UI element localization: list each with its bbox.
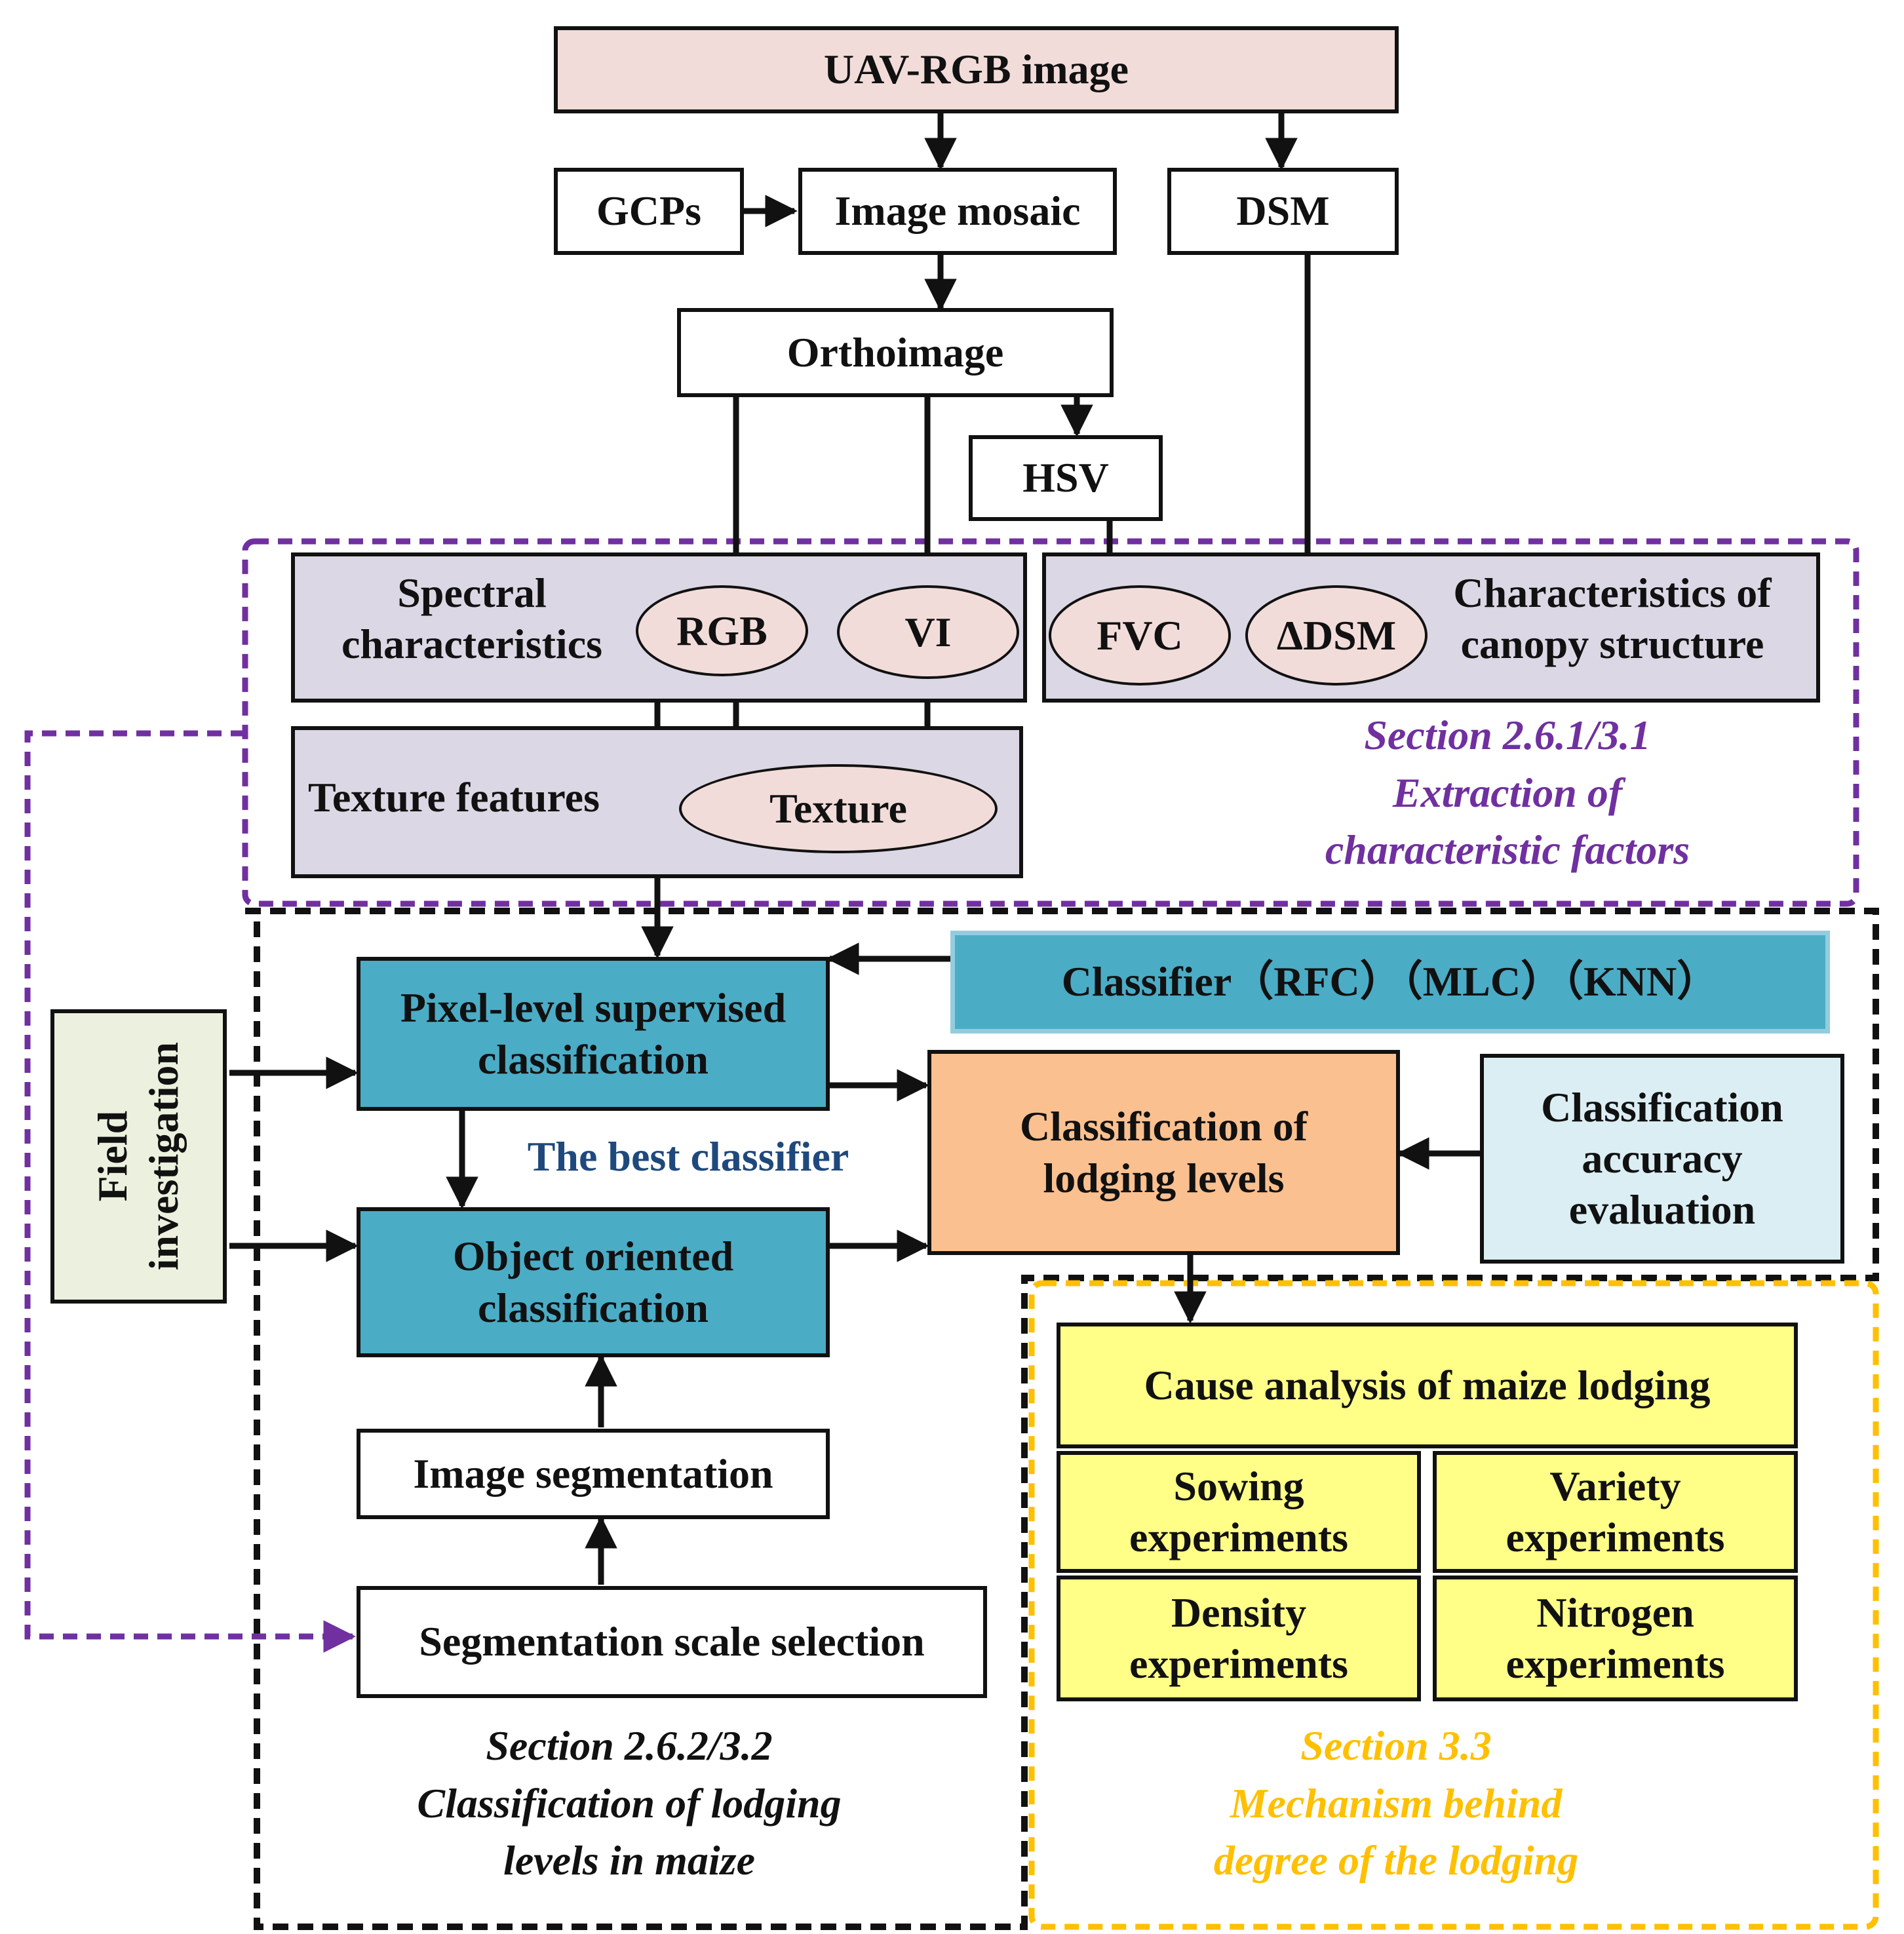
nitrogen-line-2: experiments [1506,1640,1725,1687]
fvc-oval: FVC [1049,585,1231,686]
section-extraction-line-2: Extraction of [1392,769,1623,816]
section-classification-line-2: Classification of lodging [417,1779,842,1827]
canopy-line-1: Characteristics of [1453,570,1772,616]
dsm-label: DSM [1236,187,1330,235]
object-oriented-line-1: Object oriented [452,1233,734,1280]
pixel-level-line-1: Pixel-level supervised [400,984,787,1032]
image-mosaic-box: Image mosaic [798,168,1117,255]
classification-lodging-box: Classification of lodging levels [927,1050,1400,1255]
gcps-box: GCPs [554,168,744,255]
object-oriented-line-2: classification [478,1284,709,1331]
segmentation-scale-box: Segmentation scale selection [357,1586,987,1698]
image-segmentation-box: Image segmentation [357,1429,830,1519]
section-extraction-line-3: characteristic factors [1325,826,1690,874]
accuracy-line-2: accuracy [1582,1134,1743,1182]
rgb-label: RGB [676,607,767,654]
uav-rgb-image-box: UAV-RGB image [554,26,1399,113]
variety-line-1: Variety [1549,1462,1681,1509]
section-classification-line-3: levels in maize [503,1837,755,1884]
accuracy-evaluation-box: Classification accuracy evaluation [1480,1054,1844,1264]
pixel-level-line-2: classification [478,1035,709,1083]
section-mechanism-line-1: Section 3.3 [1300,1722,1492,1769]
spectral-line-2: characteristics [341,621,603,668]
arrow-field-to-segmentation-scale [24,730,356,1653]
delta-dsm-label: ΔDSM [1276,611,1397,659]
density-line-2: experiments [1129,1640,1349,1687]
orthoimage-label: Orthoimage [787,328,1004,376]
texture-features-text: Texture features [308,772,655,823]
section-classification-line-1: Section 2.6.2/3.2 [486,1722,773,1769]
delta-dsm-oval: ΔDSM [1245,585,1428,686]
cause-analysis-label: Cause analysis of maize lodging [1144,1361,1711,1408]
frame-classification [245,908,1879,1930]
accuracy-line-1: Classification [1541,1083,1783,1131]
section-extraction-line-1: Section 2.6.1/3.1 [1364,712,1651,758]
image-mosaic-label: Image mosaic [834,187,1081,235]
best-classifier-label: The best classifier [527,1133,849,1180]
image-segmentation-label: Image segmentation [413,1450,773,1497]
density-line-1: Density [1171,1589,1307,1636]
accuracy-line-3: evaluation [1568,1186,1756,1233]
section-mechanism-line-3: degree of the lodging [1213,1837,1579,1884]
uav-rgb-image-label: UAV-RGB image [823,46,1129,93]
field-line-1: Field [89,1111,136,1202]
classifier-box: Classifier（RFC）（MLC）（KNN） [950,931,1830,1034]
orthoimage-box: Orthoimage [677,308,1114,397]
variety-line-2: experiments [1506,1514,1725,1560]
nitrogen-box: Nitrogen experiments [1433,1576,1798,1701]
variety-box: Variety experiments [1433,1451,1798,1573]
gcps-label: GCPs [596,187,701,235]
rgb-oval: RGB [636,585,808,676]
texture-label: Texture [769,785,907,832]
object-oriented-box: Object oriented classification [357,1207,830,1357]
canopy-line-2: canopy structure [1460,621,1764,668]
sowing-line-2: experiments [1129,1514,1349,1560]
frame-mechanism [1028,1280,1879,1930]
field-line-2: investigation [140,1042,187,1271]
field-investigation-box: Field investigation [50,1009,227,1304]
dsm-box: DSM [1167,168,1399,255]
section-classification-caption: Section 2.6.2/3.2 Classification of lodg… [354,1717,904,1889]
classification-lodging-line-2: lodging levels [1043,1154,1285,1201]
density-box: Density experiments [1057,1576,1421,1701]
texture-oval: Texture [679,764,998,853]
cause-analysis-box: Cause analysis of maize lodging [1057,1323,1798,1448]
section-extraction-caption: Section 2.6.1/3.1 Extraction of characte… [1272,706,1743,879]
sowing-line-1: Sowing [1173,1462,1304,1509]
vi-oval: VI [837,585,1019,679]
nitrogen-line-1: Nitrogen [1536,1589,1694,1636]
fvc-label: FVC [1097,611,1183,659]
pixel-level-box: Pixel-level supervised classification [357,957,830,1111]
hsv-label: HSV [1022,454,1109,501]
spectral-line-1: Spectral [397,570,547,616]
sowing-box: Sowing experiments [1057,1451,1421,1573]
frame-extraction [242,538,1859,907]
segmentation-scale-label: Segmentation scale selection [419,1618,925,1665]
hsv-box: HSV [969,435,1163,521]
texture-features-label: Texture features [308,774,600,821]
classifier-label: Classifier（RFC）（MLC）（KNN） [1061,958,1719,1005]
vi-label: VI [904,608,952,655]
classification-lodging-line-1: Classification of [1019,1103,1308,1150]
canopy-structure-text: Characteristics of canopy structure [1422,568,1802,670]
section-mechanism-caption: Section 3.3 Mechanism behind degree of t… [1160,1717,1632,1889]
section-mechanism-line-2: Mechanism behind [1230,1779,1563,1827]
spectral-characteristics-text: Spectral characteristics [308,568,636,670]
